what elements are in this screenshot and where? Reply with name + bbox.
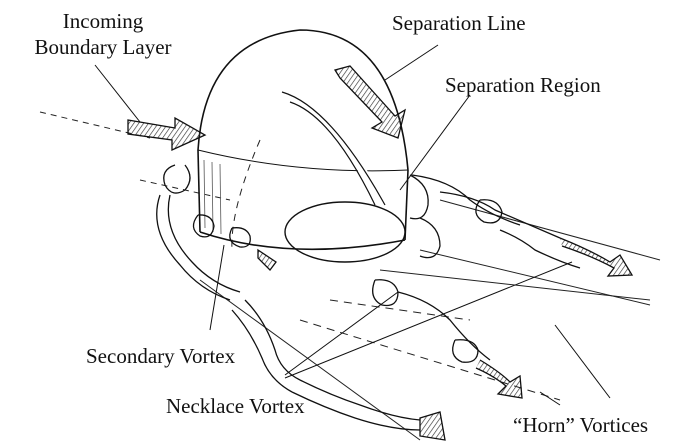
- separation-line-arrow: [282, 66, 405, 205]
- horn-vortices-ribbons: [373, 175, 632, 398]
- label-separation-region: Separation Region: [445, 74, 601, 96]
- obstacle: [198, 30, 408, 262]
- label-necklace-vortex: Necklace Vortex: [166, 395, 305, 417]
- label-separation-line: Separation Line: [392, 12, 526, 34]
- streamlines: [40, 112, 660, 440]
- incoming-ribbon: [128, 118, 205, 150]
- label-horn-vortices: “Horn” Vortices: [513, 414, 648, 436]
- label-incoming: Incoming: [18, 10, 188, 32]
- label-boundary-layer: Boundary Layer: [18, 36, 188, 58]
- dome-base: [198, 150, 408, 171]
- label-incoming-boundary-layer: Incoming Boundary Layer: [18, 10, 188, 58]
- label-secondary-vortex: Secondary Vortex: [86, 345, 235, 367]
- separation-region-oval: [285, 202, 405, 262]
- cylinder-left-edge: [198, 150, 200, 232]
